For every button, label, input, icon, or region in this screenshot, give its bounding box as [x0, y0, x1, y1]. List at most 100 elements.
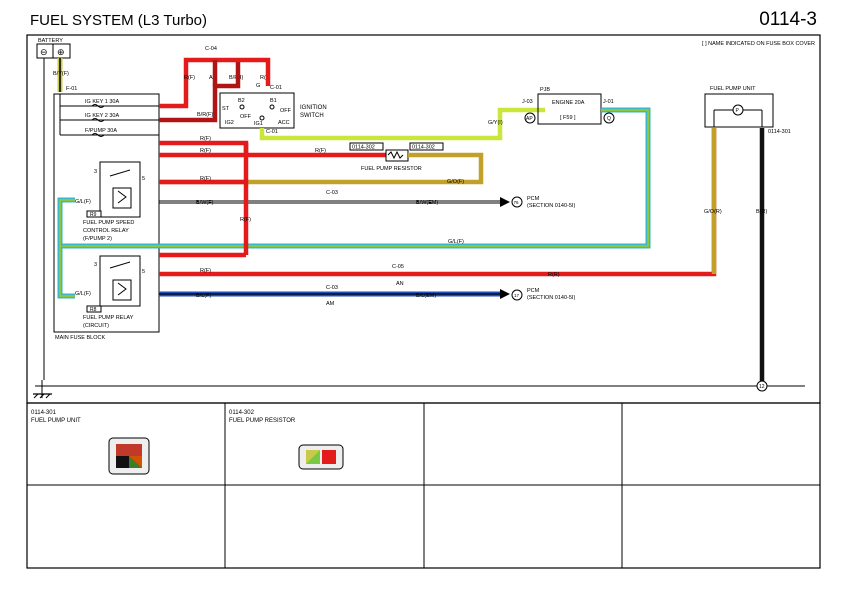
pin-label: ACC [278, 120, 290, 126]
wire-label: G/O(R) [704, 209, 722, 215]
pin-label: G [256, 83, 260, 89]
battery-negative-terminal: ⊖ [40, 47, 48, 57]
wire-r-f [159, 57, 206, 109]
pin-label: 76 [514, 200, 520, 205]
pin-label: OFF [240, 114, 252, 120]
resistor-label: FUEL PUMP RESISTOR [361, 166, 422, 172]
arrow-icon [500, 289, 510, 299]
ignition-switch-label: SWITCH [300, 113, 324, 119]
pin-label: OFF [280, 108, 292, 114]
fuse-ig-key-2: IG KEY 2 30A [85, 113, 119, 119]
wire-label: B/W(EM) [416, 200, 438, 206]
pcm-pin [511, 289, 523, 301]
fuse-icon [91, 118, 105, 122]
wire-label: R(F) [184, 75, 195, 81]
pin-label: 3 [94, 169, 97, 175]
arrow-icon [500, 197, 510, 207]
wire-label: B/L(F) [196, 293, 211, 299]
diagram-frame [26, 34, 821, 404]
relay-coil-icon [112, 187, 132, 209]
connector-c04: C-04 [205, 46, 217, 52]
ground-icon [33, 393, 52, 399]
wire-label: R(F) [200, 176, 211, 182]
main-fuse-block-label: MAIN FUSE BLOCK [55, 335, 105, 341]
fuse-ig-key-1: IG KEY 1 30A [85, 99, 119, 105]
main-fuse-block [53, 93, 160, 333]
connector-c03: C-03 [326, 190, 338, 196]
connector-c01: C-01 [266, 129, 278, 135]
ground-point [756, 380, 768, 392]
pin-label: B2 [238, 98, 245, 104]
pin-label: IG2 [225, 120, 234, 126]
ignition-switch-label: IGNITION [300, 105, 327, 111]
pin-label: P [736, 108, 740, 114]
pin-label: 17 [514, 293, 520, 298]
wire-label: B/R(F) [197, 112, 213, 118]
wire-label: G/L(F) [448, 239, 464, 245]
relay-label: CONTROL RELAY [83, 228, 129, 234]
resistor-icon [387, 150, 404, 160]
pjb-terminal-q [603, 112, 615, 124]
pcm-pin [511, 196, 523, 208]
wire-label: R(R) [548, 272, 560, 278]
connector-name: FUEL PUMP UNIT [31, 418, 81, 424]
pcm-section: (SECTION 0140-5I) [527, 295, 575, 301]
fuse-f-pump: F/PUMP 30A [85, 128, 117, 134]
fuse-icon [91, 133, 105, 137]
relay-tag [86, 210, 102, 218]
fuel-pump-speed-control-relay [99, 161, 141, 218]
connector-0114-301: 0114-301 [768, 129, 791, 135]
wire-label: R(F) [200, 148, 211, 154]
connector-name: FUEL PUMP RESISTOR [229, 418, 296, 424]
wire-label: G/Y(I) [488, 120, 503, 126]
relay-label: (F/PUMP 2) [83, 236, 112, 242]
relay-tag [86, 305, 102, 313]
wire-label: B/Y(F) [53, 71, 69, 77]
connector-c05: C-05 [392, 264, 404, 270]
relay-tag-text: R8 [90, 307, 97, 313]
fuel-pump-relay [99, 255, 141, 307]
connector-code: 0114-302 [229, 410, 255, 416]
wire-label: R(F) [240, 217, 251, 223]
relay-coil-icon [112, 279, 132, 301]
pcm-label: PCM [527, 196, 540, 202]
wire-label: R(I) [260, 75, 269, 81]
wire-label: G/O(F) [447, 179, 464, 185]
connector-c01: C-01 [270, 85, 282, 91]
connector-code: 0114-301 [31, 410, 57, 416]
wire-label: R(F) [315, 148, 326, 154]
pin-label: 12 [759, 384, 765, 390]
pcm-label: PCM [527, 288, 540, 294]
fuse-box-note: [ ] NAME INDICATED ON FUSE BOX COVER [702, 41, 815, 47]
pjb-terminal-ap [524, 112, 536, 124]
fuel-pump-unit [704, 93, 774, 128]
pin-label: 5 [142, 269, 145, 275]
wire-label: R(F) [200, 136, 211, 142]
page-title: FUEL SYSTEM (L3 Turbo) [30, 12, 207, 29]
pin-label: IG1 [254, 121, 263, 127]
wire-g-o [159, 152, 484, 185]
relay-tag-text: R9 [90, 212, 97, 218]
connector-tag-text: 0114-302 [412, 145, 435, 151]
wire-label: B/L(EM) [416, 293, 436, 299]
battery-positive-terminal: ⊕ [57, 47, 65, 57]
fuel-pump-resistor-connector-icon [298, 444, 344, 470]
connector-j01: J-01 [603, 99, 614, 105]
ignition-switch [219, 92, 295, 129]
page-code: 0114-3 [759, 9, 817, 30]
connector-tag-text: 0114-302 [352, 145, 375, 151]
wire-label: B(R) [756, 209, 767, 215]
fuel-pump-unit-connector-icon [108, 437, 150, 475]
pjb-fuse-engine: ENGINE 20A [552, 100, 585, 106]
wire-label: AN [396, 281, 404, 287]
wire-label: G/L(F) [75, 291, 91, 297]
pin-label: 5 [142, 176, 145, 182]
wire-g-y [259, 107, 545, 141]
connector-f01: F-01 [66, 86, 77, 92]
relay-label: (CIRCUIT) [83, 323, 109, 329]
pin-label: 3 [94, 262, 97, 268]
wire-r-i [206, 57, 271, 86]
fuse-icon [91, 104, 105, 108]
pin-label: AP [526, 116, 533, 122]
